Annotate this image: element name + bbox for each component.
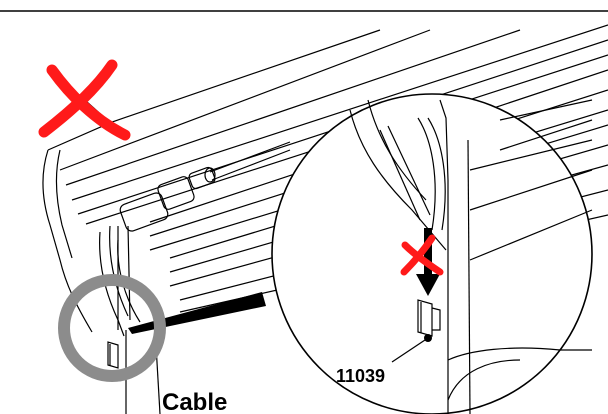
part-pointer-dot [424,334,432,342]
incorrect-cross-icon [38,59,131,141]
down-arrow-icon [416,228,440,296]
highlight-ring [58,274,166,382]
part-number-label: 11039 [336,366,385,386]
incorrect-cross-icon-small [400,234,444,276]
cable-label: Cable [162,389,227,414]
